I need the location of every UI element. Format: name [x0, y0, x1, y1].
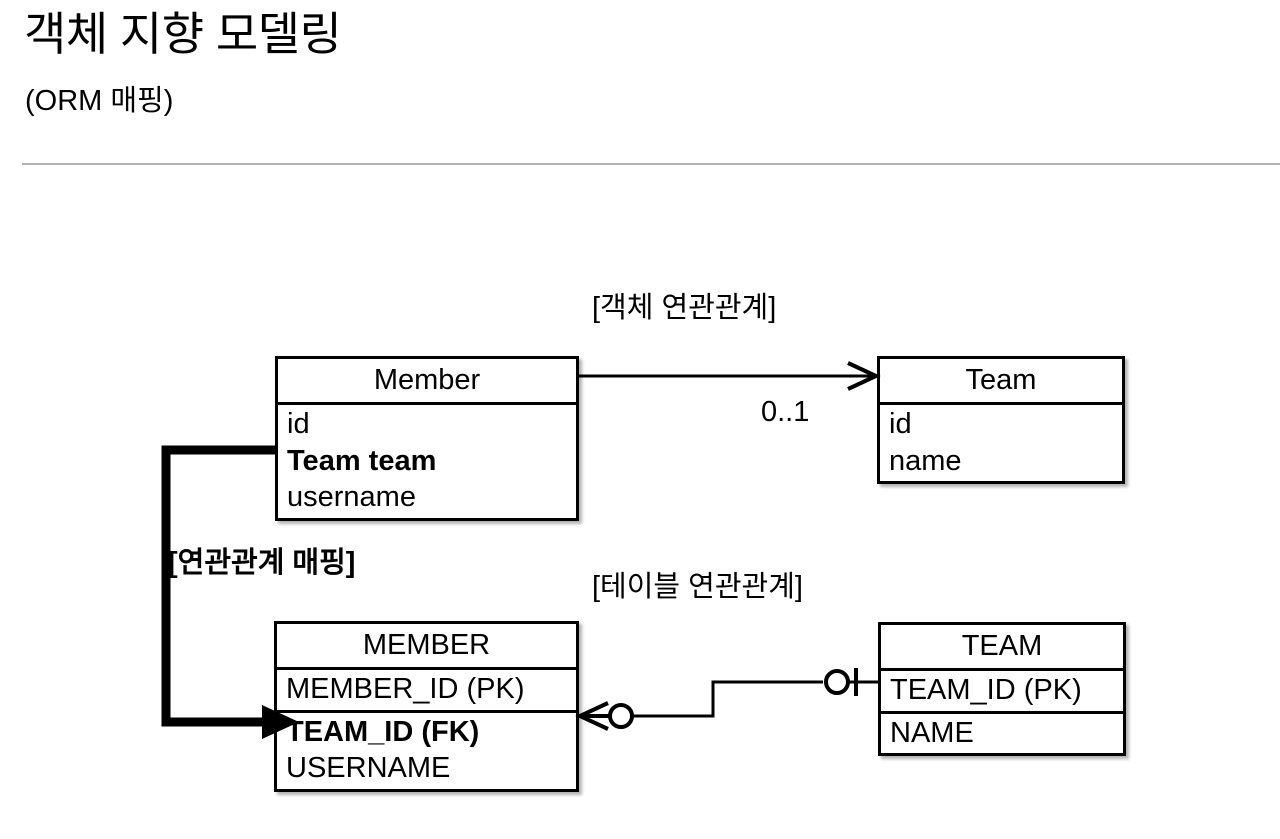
team-class-box: Team id name [877, 356, 1125, 485]
team-table-pk-cell: TEAM_ID (PK) [881, 671, 1123, 711]
team-table-divider-2 [881, 710, 1123, 714]
member-table-pk-cell: MEMBER_ID (PK) [277, 670, 576, 710]
table-association-connector [575, 668, 878, 731]
page-subtitle: (ORM 매핑) [25, 85, 174, 117]
member-class-field-list: id Team team username [278, 405, 576, 518]
table-association-label: [테이블 연관관계] [592, 571, 803, 603]
member-table-column-member-id: MEMBER_ID (PK) [286, 673, 525, 706]
member-table-name: MEMBER [362, 629, 491, 661]
team-table-box: TEAM TEAM_ID (PK) NAME [878, 622, 1126, 757]
team-table-column-team-id: TEAM_ID (PK) [890, 674, 1082, 707]
member-table-column-cell: TEAM_ID (FK) USERNAME [277, 713, 576, 789]
team-class-name: Team [965, 364, 1037, 396]
team-table-name: TEAM [961, 630, 1043, 662]
member-class-field-id: id [287, 408, 310, 441]
team-class-field-name: name [889, 444, 962, 477]
team-table-name-cell: NAME [881, 714, 1123, 754]
member-table-divider-1 [277, 667, 576, 671]
object-association-label: [객체 연관관계] [592, 292, 777, 324]
member-table-column-username: USERNAME [286, 752, 451, 785]
team-class-field-id: id [889, 408, 912, 441]
team-class-divider [880, 402, 1122, 406]
member-table-box: MEMBER MEMBER_ID (PK) TEAM_ID (FK) USERN… [274, 621, 579, 792]
team-class-field-list: id name [880, 405, 1122, 481]
team-table-column-name: NAME [890, 716, 974, 749]
member-class-divider [278, 402, 576, 406]
team-side-optional-circle [824, 669, 850, 695]
member-table-divider-2 [277, 709, 576, 713]
object-association-arrow [579, 361, 881, 391]
team-table-divider-1 [881, 668, 1123, 672]
multiplicity-label: 0..1 [761, 396, 810, 428]
member-side-optional-circle [608, 703, 634, 729]
relationship-mapping-label: [연관관계 매핑] [168, 547, 356, 579]
member-table-column-team-id: TEAM_ID (FK) [286, 715, 480, 748]
member-class-field-username: username [287, 481, 416, 514]
header-divider [22, 163, 1280, 165]
page-title: 객체 지향 모델링 [24, 8, 342, 60]
member-class-field-team: Team team [287, 444, 437, 477]
member-class-box: Member id Team team username [275, 356, 579, 521]
member-class-name: Member [373, 364, 481, 396]
